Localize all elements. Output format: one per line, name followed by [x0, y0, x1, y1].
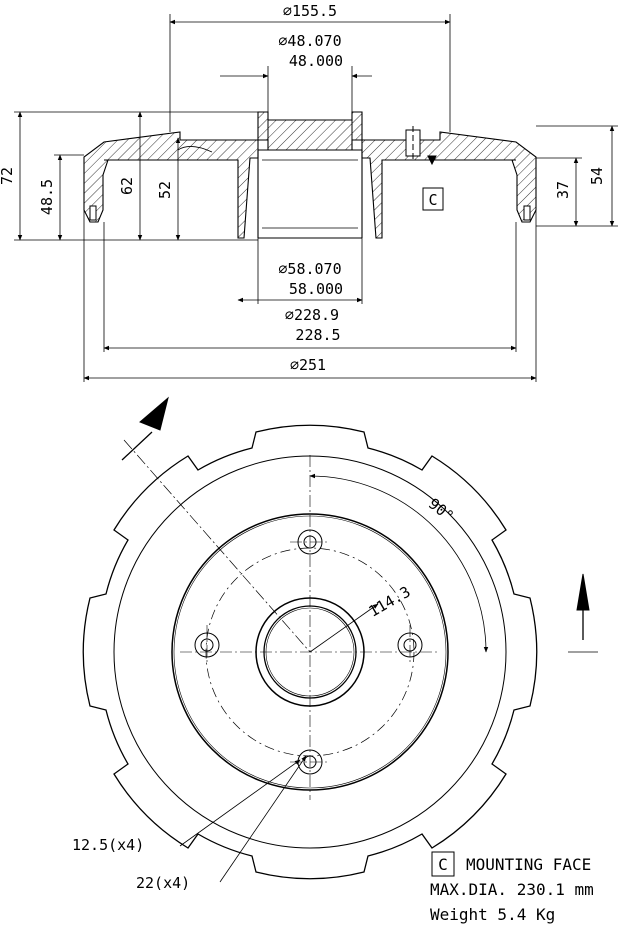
section-view: [83, 111, 537, 239]
angle-label: 90°: [425, 495, 457, 526]
datum-c-label: C: [428, 191, 437, 209]
dim-48-5: 48.5: [38, 179, 56, 215]
dim-drum-min: 228.5: [295, 326, 340, 344]
dim-bore-min: 48.000: [289, 52, 343, 70]
front-view-text: 114.3 90° 12.5(x4) 22(x4): [72, 495, 457, 892]
section-dimension-lines: [14, 14, 618, 382]
pcd-label: 114.3: [365, 583, 413, 621]
dim-spigot-max: ⌀58.070: [278, 260, 341, 278]
dim-spigot-min: 58.000: [289, 280, 343, 298]
legend-max-dia: MAX.DIA. 230.1 mm: [430, 880, 594, 899]
dim-54: 54: [588, 167, 606, 185]
section-hatch: [83, 111, 537, 239]
dim-62: 62: [118, 177, 136, 195]
dim-total-height: 72: [0, 167, 16, 185]
dim-overall-diameter: ⌀251: [290, 356, 326, 374]
legend-weight: Weight 5.4 Kg: [430, 905, 555, 924]
dim-37: 37: [554, 181, 572, 199]
dim-52: 52: [156, 181, 174, 199]
hole-large-label: 22(x4): [136, 874, 190, 892]
dim-outer-hub-face: ⌀155.5: [283, 2, 337, 20]
legend-mounting-face: MOUNTING FACE: [466, 855, 591, 874]
dim-bore-max: ⌀48.070: [278, 32, 341, 50]
legend-datum-box: C: [438, 855, 448, 874]
front-view: [82, 396, 598, 883]
section-dimension-text: ⌀155.5 ⌀48.070 48.000 ⌀58.070 58.000 ⌀22…: [0, 2, 606, 374]
dim-drum-max: ⌀228.9: [285, 306, 339, 324]
legend: C MOUNTING FACE MAX.DIA. 230.1 mm Weight…: [430, 851, 594, 924]
hole-small-label: 12.5(x4): [72, 836, 144, 854]
